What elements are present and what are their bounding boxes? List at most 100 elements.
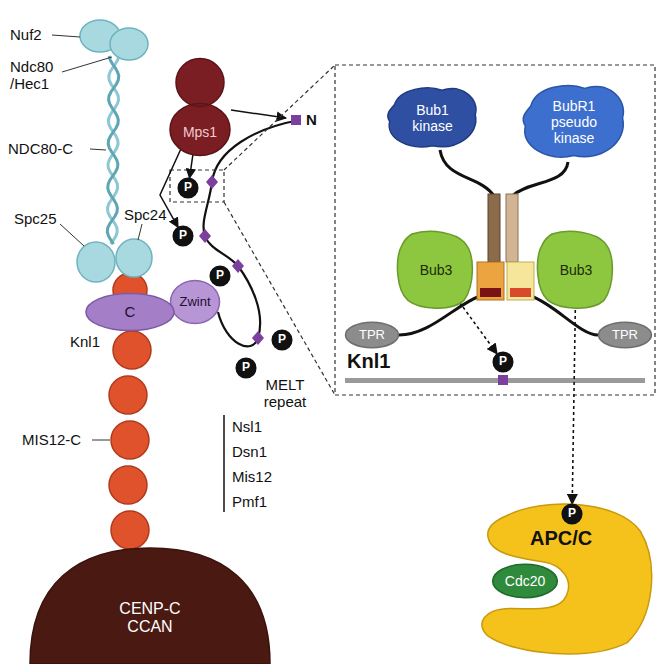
node-text: Zwint (179, 295, 210, 310)
connector-arrow (190, 155, 193, 179)
spc24-head (116, 239, 152, 277)
bracket-line (223, 415, 225, 512)
part-label: N (306, 111, 317, 128)
zoom-line (224, 202, 335, 395)
node-text: TPR (359, 328, 385, 343)
part-label: MELT repeat (255, 376, 315, 411)
part-label: Ndc80 /Hec1 (10, 58, 62, 93)
node-shape (178, 178, 198, 198)
leader-line (138, 224, 142, 240)
knl1-n-terminus (291, 115, 301, 125)
node-shape (210, 266, 230, 286)
part-label: Spc25 (14, 210, 57, 227)
mps1-arrow (231, 110, 286, 118)
node-text: Cdc20 (505, 573, 545, 589)
part-label: Dsn1 (232, 443, 267, 460)
node-shape (346, 322, 399, 347)
node-shape (236, 358, 256, 378)
tpr-ellipse: TPR (598, 322, 652, 348)
node-shape (599, 322, 652, 347)
node-text: Knl1 (70, 333, 100, 350)
node-text: P (499, 355, 507, 369)
zoom-box (170, 170, 224, 202)
coil-strand (108, 56, 119, 244)
part-label: Nsl1 (232, 418, 262, 435)
node-text: P (568, 507, 576, 521)
leader-line (62, 57, 112, 72)
phospho-circle: P (210, 266, 230, 286)
leader-line (52, 35, 80, 37)
node-shape (30, 548, 270, 664)
node-shape (86, 293, 174, 330)
mis12-bead (113, 331, 151, 369)
mis12-bead (109, 466, 147, 504)
node-text: P (242, 361, 250, 375)
zoom-line (224, 65, 335, 170)
phospho-circle: P (173, 226, 193, 246)
kinase-shape: Mps1 (170, 58, 230, 156)
phospho-circle: P (562, 504, 582, 524)
node-text: C (125, 303, 136, 320)
part-label: MIS12-C (22, 431, 81, 448)
node-text: Mps1 (183, 124, 217, 140)
node-shape (388, 88, 476, 147)
linker-line (512, 162, 568, 196)
node-text: P (184, 181, 192, 195)
part-label: Knl1 (347, 350, 390, 373)
bub3-blob: Bub3 (536, 230, 616, 310)
bubr1-motif (510, 288, 531, 297)
mis12-bead (109, 376, 147, 414)
leader-line (90, 149, 106, 150)
node-shape (493, 352, 513, 372)
kinase-domain: Bub1 kinase (385, 85, 480, 151)
phospho-circle: P (272, 330, 292, 350)
node-text: P (179, 229, 187, 243)
knl1-bar (345, 378, 645, 383)
phospho-circle: P (236, 358, 256, 378)
tpr-ellipse: TPR (345, 322, 399, 348)
node-shape (562, 504, 582, 524)
node-shape (170, 58, 230, 155)
node-text: P (216, 269, 224, 283)
spc25-head (77, 242, 115, 282)
node-shape (523, 86, 623, 157)
part-label: Pmf1 (232, 493, 267, 510)
phospho-circle: P (178, 178, 198, 198)
node-shape (397, 231, 472, 308)
ndc80-head (110, 28, 148, 60)
protein-ellipse: CKnl1 (85, 293, 175, 331)
node-shape (482, 504, 652, 654)
protein-ellipse: Zwint (170, 280, 220, 324)
node-text: Bub3 (560, 262, 593, 278)
bub3-blob: Bub3 (396, 230, 476, 310)
coil-strand (107, 56, 119, 244)
node-text: CENP-C CCAN (110, 600, 190, 637)
connector-arrow (572, 310, 575, 504)
part-label: Nuf2 (10, 26, 42, 43)
melt-diamond (206, 175, 218, 189)
mis12-bead (111, 511, 149, 549)
bub1-glebs (477, 262, 504, 300)
connector-arrow (460, 302, 498, 354)
node-text: BubR1 pseudo kinase (543, 98, 605, 146)
node-shape (493, 564, 558, 597)
mis12-bead (111, 421, 149, 459)
bub1-motif (480, 288, 501, 297)
melt-diamond (252, 331, 264, 345)
node-shape (171, 280, 220, 323)
leader-line (60, 224, 84, 246)
leader-line (92, 440, 110, 441)
node-text: P (278, 333, 286, 347)
bubr1-segment (506, 194, 518, 262)
phospho-circle: P (493, 352, 513, 372)
part-label: Mis12 (232, 468, 272, 485)
node-text: Bub3 (420, 262, 453, 278)
knl1-melt (498, 375, 508, 385)
node-text: TPR (612, 328, 638, 343)
node-text: APC/C (530, 527, 592, 550)
node-shape (272, 330, 292, 350)
kinase-domain: BubR1 pseudo kinase (520, 82, 628, 162)
linker-line (440, 150, 494, 196)
centromere-dome: CENP-C CCAN (30, 548, 270, 664)
